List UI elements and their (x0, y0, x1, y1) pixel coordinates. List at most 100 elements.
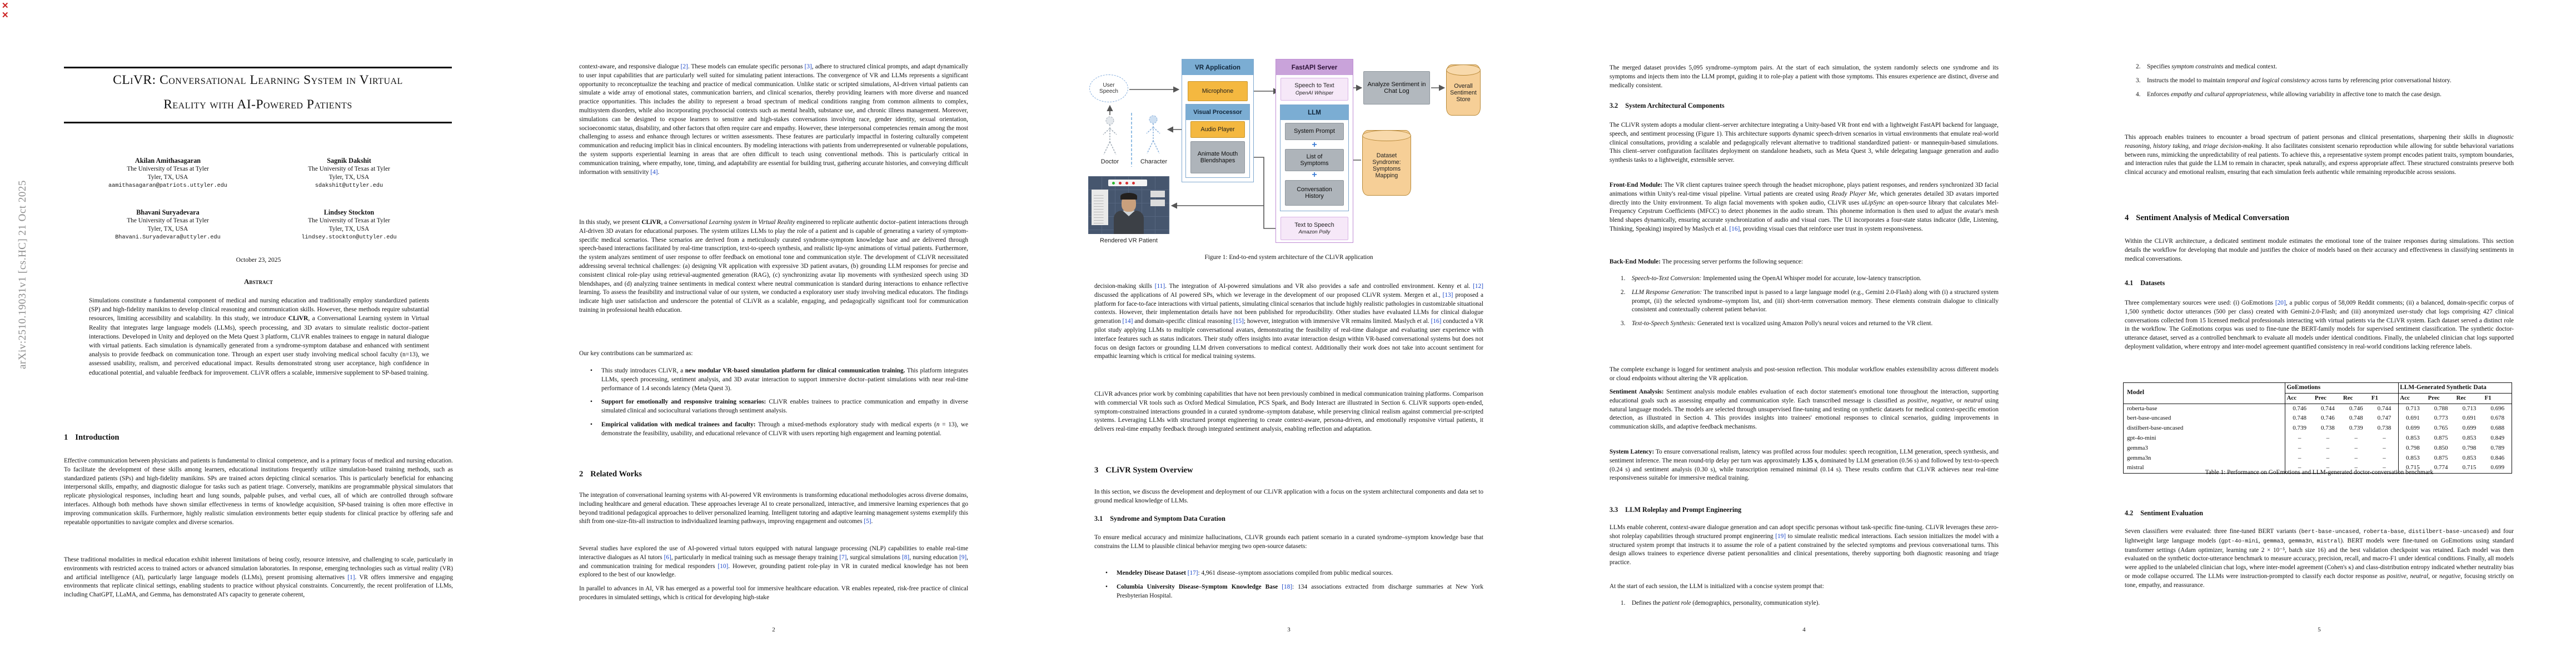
citation-link[interactable]: [1] (347, 574, 355, 581)
author-name: Sagnik Dakshit (327, 157, 371, 165)
author-email[interactable]: Bhavani.Suryadevara@uttyler.edu (115, 235, 221, 241)
list-item: •Support for emotionally and responsive … (590, 399, 969, 415)
arxiv-watermark: arXiv:2510.19031v1 [cs.HC] 21 Oct 2025 (17, 180, 28, 369)
citation-link[interactable]: [12] (1473, 283, 1483, 290)
metric-cell: 0.853 (2462, 454, 2477, 461)
model-name-cell: gpt-4o-mini (2127, 434, 2156, 441)
metric-cell: 0.853 (2462, 434, 2477, 441)
citation-link[interactable]: [6] (664, 554, 671, 561)
metric-cell: – (2285, 433, 2314, 444)
metric-cell: 0.798 (2398, 443, 2427, 454)
citation-link[interactable]: [20] (2275, 300, 2286, 306)
citation-link[interactable]: [13] (1442, 291, 1453, 298)
citation-link[interactable]: [15] (1233, 318, 1244, 325)
metric-cell: 0.789 (2490, 444, 2505, 451)
metric-cell: – (2383, 434, 2386, 441)
metric-cell: – (2354, 464, 2358, 471)
metric-cell: 0.739 (2349, 425, 2363, 432)
body-paragraph: Back-End Module: The processing server p… (1610, 258, 1803, 265)
body-paragraph: LLMs enable coherent, context-aware dial… (1610, 524, 1999, 566)
author-email[interactable]: lindsey.stockton@uttyler.edu (301, 235, 397, 241)
red-mark-icon: ✕ (2, 11, 9, 20)
list-item: •Columbia University Disease–Symptom Kno… (1105, 583, 1484, 599)
citation-link[interactable]: [5] (864, 518, 871, 525)
citation-link[interactable]: [9] (959, 554, 967, 561)
body-paragraph: The CLiVR system adopts a modular client… (1610, 122, 1999, 164)
body-paragraph: This approach enables trainees to encoun… (2125, 134, 2514, 176)
status-dot-red (1119, 181, 1122, 185)
col-header-model: Model (2123, 382, 2285, 404)
vr-card (1150, 191, 1165, 197)
model-name-cell: bert-base-uncased (2127, 415, 2171, 422)
numbered-list: 1.Speech-to-Text Conversion: Implemented… (1610, 275, 1999, 334)
citation-link[interactable]: [8] (902, 554, 910, 561)
metric-cell: 0.853 (2398, 433, 2427, 444)
citation-link[interactable]: [4] (650, 168, 658, 176)
metric-cell: 0.875 (2434, 434, 2448, 441)
paper-title-line1: CLiVR: Conversational Learning System in… (113, 73, 403, 87)
sub-header-rec: Rec (2341, 393, 2370, 404)
metric-cell: 0.765 (2434, 425, 2448, 432)
author-affiliation: The University of Texas at Tyler (127, 166, 209, 172)
author-email[interactable]: sdakshit@uttyler.edu (315, 183, 383, 189)
body-paragraph: decision-making skills [11]. The integra… (1094, 283, 1484, 360)
citation-link[interactable]: [7] (839, 554, 847, 561)
body-paragraph: To ensure medical accuracy and minimize … (1094, 534, 1483, 550)
character-label: Character (1140, 158, 1168, 165)
metric-cell: 0.715 (2398, 463, 2427, 474)
metric-cell: – (2285, 463, 2314, 474)
author-2: Sagnik Dakshit The University of Texas a… (249, 156, 449, 191)
citation-link[interactable]: [16] (1431, 318, 1442, 325)
citation-link[interactable]: [14] (1122, 318, 1133, 325)
page-number: 5 (2318, 626, 2321, 633)
metric-cell: 0.691 (2462, 415, 2477, 422)
plus-icon: + (1312, 170, 1317, 180)
model-name-cell: distilbert-base-uncased (2127, 425, 2184, 432)
metric-cell: 0.713 (2462, 405, 2477, 412)
metric-cell: 0.798 (2462, 444, 2477, 451)
abstract-heading: Abstract (244, 277, 273, 286)
citation-link[interactable]: [3] (804, 63, 812, 70)
group-header-goemotions: GoEmotions (2285, 382, 2399, 394)
citation-link[interactable]: [11] (1154, 283, 1165, 290)
citation-link[interactable]: [18] (1282, 583, 1293, 590)
author-location: Tyler, TX, USA (328, 174, 370, 181)
metric-cell: – (2326, 454, 2330, 461)
llm-header: LLM (1280, 105, 1348, 120)
metric-cell: 0.744 (2377, 405, 2391, 412)
rendered-vr-patient-screenshot (1088, 176, 1169, 234)
status-dot-red (1125, 181, 1128, 185)
author-email[interactable]: aamithasagaran@patriots.uttyler.edu (108, 183, 227, 189)
citation-link[interactable]: [2] (680, 63, 688, 70)
model-name-cell: gemma3 (2127, 444, 2148, 451)
metric-cell: – (2285, 443, 2314, 454)
metric-cell: 0.773 (2434, 415, 2448, 422)
list-item: 2.Specifies symptom constraints and medi… (2136, 63, 2278, 70)
citation-link[interactable]: [16] (1729, 225, 1740, 232)
sub-header-acc: Acc (2285, 393, 2314, 404)
vr-application-header: VR Application (1182, 59, 1253, 75)
metric-cell: 0.875 (2434, 454, 2448, 461)
citation-link[interactable]: [17] (1187, 570, 1198, 576)
table-caption: Table 1: Performance on GoEmotions and L… (2205, 469, 2434, 476)
author-location: Tyler, TX, USA (328, 226, 370, 232)
body-paragraph: Sentiment Analysis: Sentiment analysis m… (1610, 389, 1999, 431)
metric-cell: 0.788 (2434, 405, 2448, 412)
body-paragraph: The merged dataset provides 5,095 syndro… (1610, 64, 1999, 89)
body-paragraph: These traditional modalities in medical … (64, 556, 453, 599)
metric-cell: 0.748 (2349, 415, 2363, 422)
citation-link[interactable]: [10] (718, 563, 729, 570)
page-number: 4 (1802, 626, 1806, 633)
metric-cell: 0.748 (2285, 414, 2314, 424)
metric-cell: 0.715 (2462, 464, 2477, 471)
citation-link[interactable]: [19] (1775, 532, 1786, 540)
metric-cell: 0.746 (2320, 415, 2335, 422)
author-4: Lindsey Stockton The University of Texas… (249, 208, 449, 242)
avatar-hair (1120, 193, 1137, 200)
